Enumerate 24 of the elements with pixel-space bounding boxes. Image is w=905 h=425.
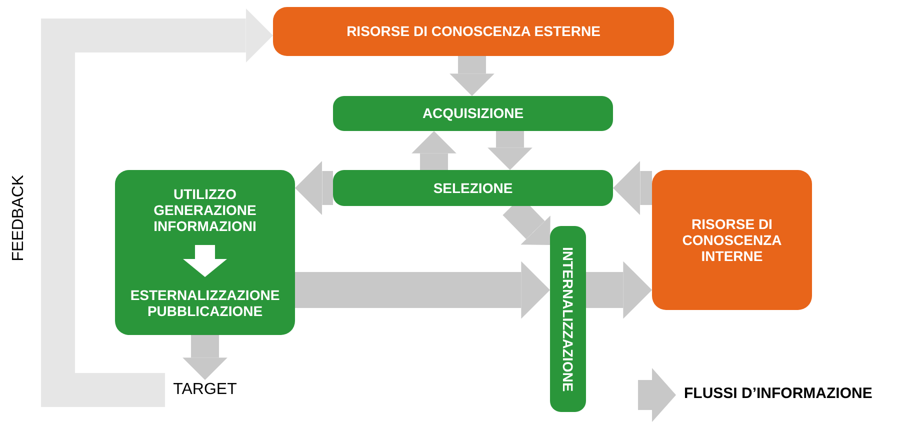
node-label: RISORSE DI CONOSCENZA INTERNE — [681, 216, 783, 264]
legend-label: FLUSSI D’INFORMAZIONE — [684, 385, 872, 402]
target-label: TARGET — [165, 380, 245, 400]
flow-arrow — [412, 131, 456, 170]
flow-arrow — [613, 160, 652, 216]
flow-arrow — [488, 131, 532, 170]
edge-label: FEEDBACK — [10, 175, 28, 262]
process-box — [652, 170, 812, 310]
flow-arrow — [295, 160, 333, 216]
node-label: RISORSE DI CONOSCENZA ESTERNE — [346, 23, 600, 40]
flow-arrow — [182, 335, 228, 380]
process-box — [333, 96, 613, 131]
process-box — [273, 7, 674, 56]
node-label: INTERNALIZZAZIONE — [560, 246, 576, 392]
flow-arrow — [295, 261, 550, 319]
process-box — [115, 170, 295, 335]
node-label: SELEZIONE — [433, 180, 513, 196]
process-box — [550, 226, 586, 412]
process-box — [333, 170, 613, 206]
node-label: ACQUISIZIONE — [422, 105, 524, 122]
flow-arrow — [41, 8, 273, 407]
node-label: UTILIZZO GENERAZIONE INFORMAZIONI — [152, 186, 258, 235]
flow-arrow — [450, 56, 494, 96]
node-label: ESTERNALIZZAZIONE PUBBLICAZIONE — [129, 286, 281, 319]
